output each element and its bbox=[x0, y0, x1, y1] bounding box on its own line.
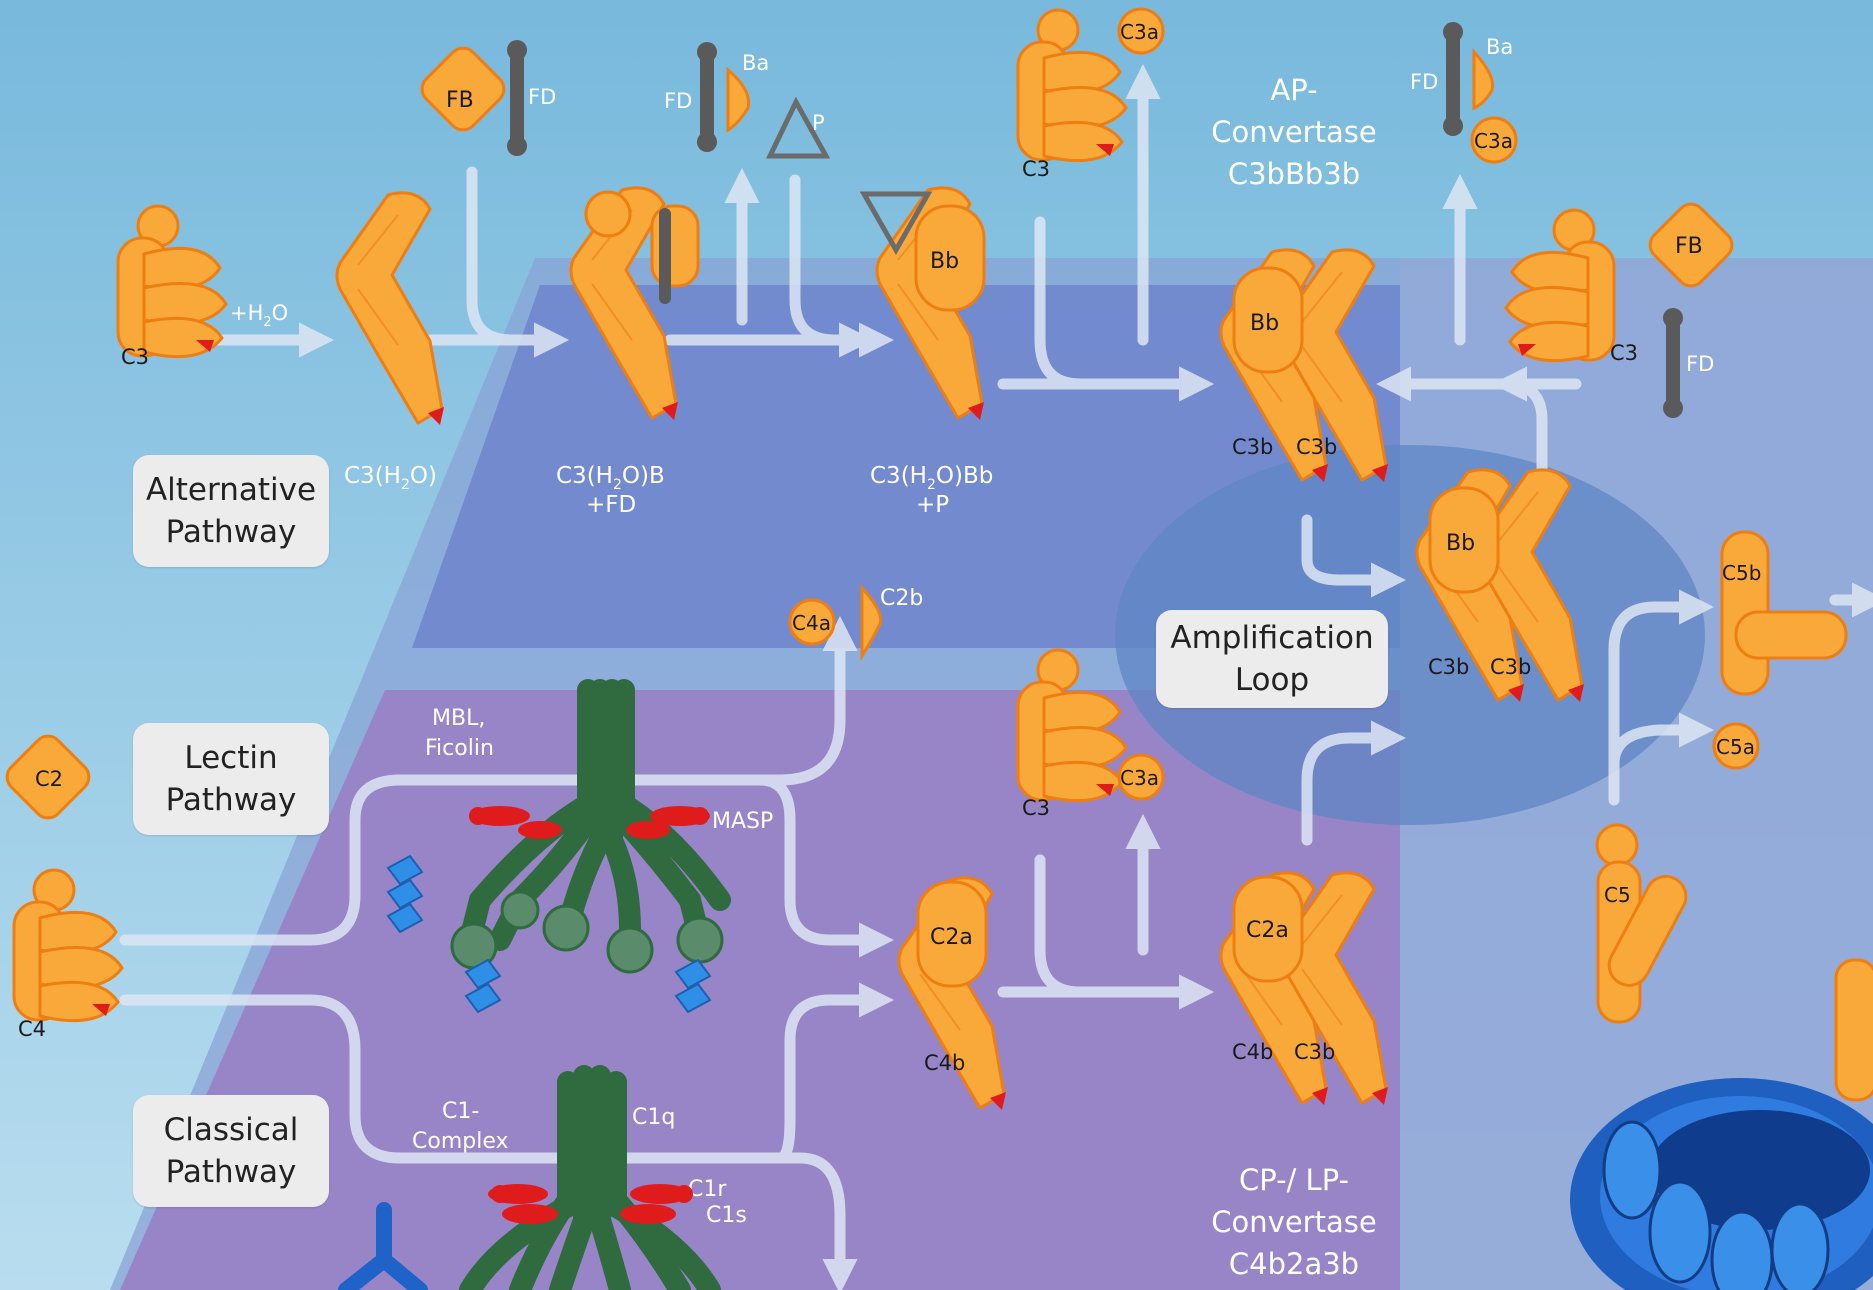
svg-text:FB: FB bbox=[1675, 234, 1703, 259]
svg-text:C2a: C2a bbox=[1246, 918, 1289, 943]
svg-text:FB: FB bbox=[446, 88, 474, 113]
svg-text:C2a: C2a bbox=[930, 925, 973, 950]
c3h2ob-label: C3(H2O)B bbox=[556, 463, 665, 493]
alternative-pathway-line2: Pathway bbox=[133, 511, 329, 553]
amplification-loop-line2: Loop bbox=[1156, 659, 1388, 701]
c3-label-left: C3 bbox=[121, 345, 149, 369]
svg-text:Bb: Bb bbox=[1446, 531, 1475, 556]
factor-d-icon bbox=[507, 40, 527, 156]
c3-label-top: C3 bbox=[1022, 157, 1050, 181]
fd-label-right: FD bbox=[1686, 352, 1714, 376]
cp-convertase-line3: C4b2a3b bbox=[1229, 1247, 1359, 1281]
svg-text:C3b: C3b bbox=[1428, 655, 1469, 679]
c3h2obb-p-label: +P bbox=[916, 492, 949, 518]
c4a-label: C4a bbox=[792, 611, 831, 635]
fd-label-top: FD bbox=[528, 85, 556, 109]
masp-label: MASP bbox=[712, 809, 773, 834]
ba-label-left: Ba bbox=[742, 51, 769, 75]
alternative-pathway-label: Alternative Pathway bbox=[133, 455, 329, 567]
c3h2ob-fd-label: +FD bbox=[586, 492, 636, 518]
classical-pathway-line2: Pathway bbox=[133, 1151, 329, 1193]
c1s-label: C1s bbox=[706, 1203, 747, 1228]
ba-label-right: Ba bbox=[1486, 35, 1513, 59]
c3-label-right: C3 bbox=[1610, 341, 1638, 365]
lectin-pathway-line2: Pathway bbox=[133, 779, 329, 821]
lectin-pathway-line1: Lectin bbox=[133, 737, 329, 779]
alternative-pathway-line1: Alternative bbox=[133, 469, 329, 511]
c5b-label: C5b bbox=[1722, 561, 1761, 585]
factor-d-released-icon bbox=[697, 42, 717, 152]
amplification-loop-label: Amplification Loop bbox=[1156, 610, 1388, 708]
cp-convertase-line2: Convertase bbox=[1211, 1205, 1376, 1239]
svg-text:Bb: Bb bbox=[1250, 311, 1279, 336]
c1r-label: C1r bbox=[688, 1177, 727, 1202]
svg-text:C3b: C3b bbox=[1232, 435, 1273, 459]
svg-text:C3b: C3b bbox=[1296, 435, 1337, 459]
lectin-pathway-label: Lectin Pathway bbox=[133, 723, 329, 835]
ap-convertase-line1: AP- bbox=[1270, 73, 1317, 107]
fd-label-upper-right: FD bbox=[1410, 70, 1438, 94]
ap-convertase-line3: C3bBb3b bbox=[1228, 157, 1360, 191]
c3a-label-middle: C3a bbox=[1120, 766, 1159, 790]
factor-d-upper-right-icon bbox=[1443, 22, 1463, 136]
mbl-label: MBL, bbox=[432, 706, 485, 731]
ficolin-label: Ficolin bbox=[425, 736, 494, 761]
c3a-label-upper-right: C3a bbox=[1474, 129, 1513, 153]
c1-complex-label-1: C1- bbox=[442, 1099, 479, 1124]
svg-text:C3b: C3b bbox=[1490, 655, 1531, 679]
svg-text:C4b: C4b bbox=[924, 1051, 965, 1075]
svg-text:Bb: Bb bbox=[930, 249, 959, 274]
classical-pathway-label: Classical Pathway bbox=[133, 1095, 329, 1207]
c5-label: C5 bbox=[1604, 883, 1631, 907]
ap-convertase-line2: Convertase bbox=[1211, 115, 1376, 149]
amplification-loop-line1: Amplification bbox=[1156, 617, 1388, 659]
fd-label-released: FD bbox=[664, 89, 692, 113]
c2b-label: C2b bbox=[880, 586, 923, 611]
c3a-label-top: C3a bbox=[1120, 20, 1159, 44]
factor-d-right-icon bbox=[1663, 308, 1683, 418]
classical-pathway-line1: Classical bbox=[133, 1109, 329, 1151]
c3h2o-label: C3(H2O) bbox=[344, 463, 437, 493]
svg-text:C3b: C3b bbox=[1294, 1040, 1335, 1064]
c3-label-middle: C3 bbox=[1022, 796, 1050, 820]
svg-text:C2: C2 bbox=[35, 767, 63, 791]
c1q-label: C1q bbox=[632, 1105, 675, 1130]
svg-text:C4b: C4b bbox=[1232, 1040, 1273, 1064]
p-label: P bbox=[812, 111, 825, 135]
c4-label: C4 bbox=[18, 1017, 46, 1041]
c1-complex-label-2: Complex bbox=[412, 1129, 509, 1154]
cp-convertase-line1: CP-/ LP- bbox=[1239, 1163, 1349, 1197]
c5a-label: C5a bbox=[1716, 735, 1755, 759]
